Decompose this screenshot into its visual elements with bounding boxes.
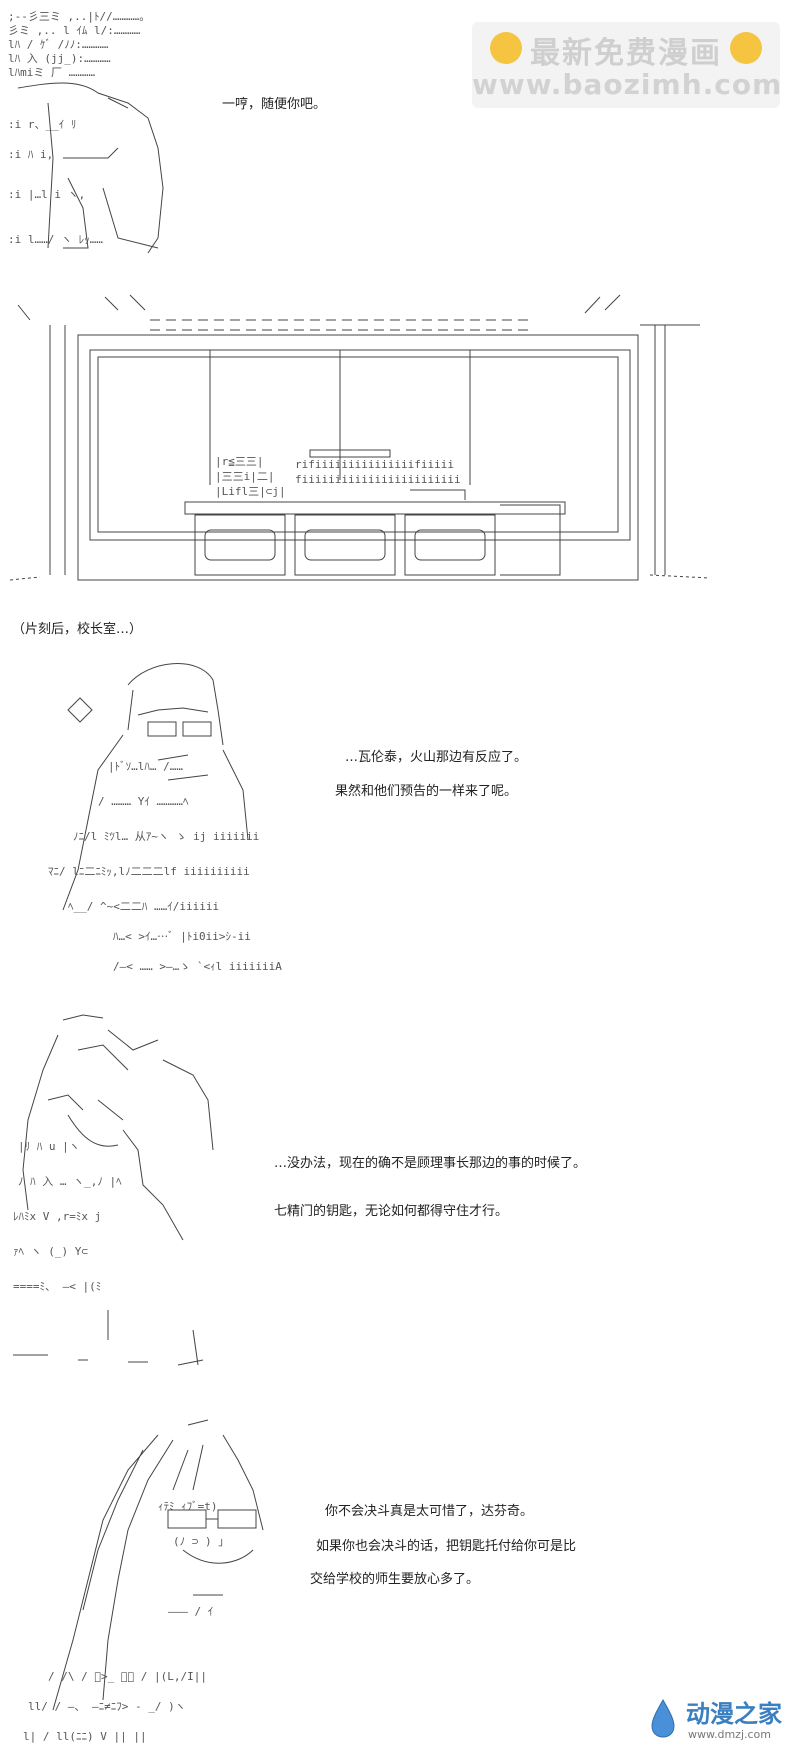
svg-text:====ﾐ、 ―< |(ﾐ: ====ﾐ、 ―< |(ﾐ [13,1280,101,1293]
svg-text:ﾉﾆ/l ﾐﾂl… 从ｱ~ヽ ゝ ij iiiiiii: ﾉﾆ/l ﾐﾂl… 从ｱ~ヽ ゝ ij iiiiiii [73,830,259,843]
svg-text::i ﾊ i,: :i ﾊ i, [8,148,53,161]
svg-text:ﾊ…< >ｲ……ﾞ |ﾄi0ii>ｼ-ii: ﾊ…< >ｲ……ﾞ |ﾄi0ii>ｼ-ii [113,930,251,943]
svg-text:ll/ / ―、 ―ﾆ≠ﾆﾌ> ‐ _/ )ヽ: ll/ / ―、 ―ﾆ≠ﾆﾌ> ‐ _/ )ヽ [28,1700,186,1713]
svg-text::i r、__ｲ ﾘ: :i r、__ｲ ﾘ [8,118,76,131]
watermark-url: www.baozimh.com [472,68,783,101]
svg-text:;--彡三ミ ,..|ﾄ//…………。: ;--彡三ミ ,..|ﾄ//…………。 [8,10,150,23]
panel5-ascii-woman-glasses: ｨﾃﾐ ｨﾌﾞ=t) (ﾉ ⊃ ) ｣ ――― / ｲ / /\ / ﾞ>_ ＿… [23,1419,264,1743]
svg-text:|r≦三三|: |r≦三三| [215,455,264,468]
svg-text:lﾊ 入 (jj_):…………: lﾊ 入 (jj_):………… [8,52,111,65]
svg-text:ﾍ__/ ^~<二二ﾊ ……ｲ/iiiiii: ﾍ__/ ^~<二二ﾊ ……ｲ/iiiiii [68,900,219,913]
panel5-dialogue-2: 如果你也会决斗的话，把钥匙托付给你可是比 [316,1539,577,1554]
svg-text:|Lifl三|⊂j|: |Lifl三|⊂j| [215,485,286,498]
panel1-ascii-figure: ;--彡三ミ ,..|ﾄ//…………。 彡ミ ,.. l ｲﾑ l/:………… … [8,10,164,254]
svg-text:/ ……… Yｲ …………ﾍ: / ……… Yｲ …………ﾍ [98,795,189,808]
panel3-ascii-man-glasses: |ﾄﾞｿ…lﾊ… /…… / ……… Yｲ …………ﾍ ﾉﾆ/l ﾐﾂl… 从ｱ… [48,663,282,973]
watermark-title: 最新免费漫画 [530,36,722,71]
svg-text:rifiiiiiiiiiiiiiiifiiiii: rifiiiiiiiiiiiiiiifiiiii [295,458,454,471]
svg-text:l| / ll(ﾆﾆ) V || ||: l| / ll(ﾆﾆ) V || || [23,1730,147,1743]
panel4-dialogue-1: …没办法，现在的确不是顾理事长那边的事的时候了。 [274,1156,587,1171]
panel3-dialogue-1: …瓦伦泰，火山那边有反应了。 [345,750,528,765]
watermark-bottom-name: 动漫之家 [686,1700,782,1728]
svg-text:(ﾉ ⊃ ) ｣: (ﾉ ⊃ ) ｣ [173,1535,224,1548]
panel4-ascii-woman: |ﾘ ﾊ u |ヽ ﾉ ﾊ 入 … ヽ_,ﾉ |ﾍ ﾚﾊﾐx V ,r=ﾐx j… [13,1014,214,1366]
panel5-dialogue-1: 你不会决斗真是太可惜了，达芬奇。 [325,1504,534,1519]
panel4-dialogue-2: 七精门的钥匙，无论如何都得守住才行。 [274,1204,509,1219]
pointing-hand-icon [730,32,762,64]
watermark-top: 最新免费漫画 www.baozimh.com [472,22,783,108]
svg-text:lﾊmiミ 厂 …………: lﾊmiミ 厂 ………… [8,66,95,79]
svg-text:|ﾘ ﾊ u |ヽ: |ﾘ ﾊ u |ヽ [18,1140,80,1153]
svg-text:ｧﾍ ヽ (_) Y⊂: ｧﾍ ヽ (_) Y⊂ [13,1245,88,1258]
svg-text::i l……/ ヽ ﾚｯ……: :i l……/ ヽ ﾚｯ…… [8,233,103,246]
svg-text:|ﾄﾞｿ…lﾊ… /……: |ﾄﾞｿ…lﾊ… /…… [108,760,183,773]
panel3-dialogue-2: 果然和他们预告的一样来了呢。 [335,784,518,799]
svg-text:ﾉ ﾊ 入 … ヽ_,ﾉ |ﾍ: ﾉ ﾊ 入 … ヽ_,ﾉ |ﾍ [18,1175,122,1188]
svg-text:ﾏﾆ/ lﾆ二ﾆﾐｯ,lﾉ二二二lf iiiiiiiiii: ﾏﾆ/ lﾆ二ﾆﾐｯ,lﾉ二二二lf iiiiiiiiii [48,865,250,878]
svg-text:――― / ｲ: ――― / ｲ [168,1605,213,1618]
svg-text:|三三i|二|: |三三i|二| [215,470,275,483]
pointing-hand-icon [490,32,522,64]
svg-text:/ /\ / ﾞ>_ ＿＿ / |(L,/I||: / /\ / ﾞ>_ ＿＿ / |(L,/I|| [48,1670,207,1683]
svg-text:fiiiiiiiiiiiiiiiiiiiiiiii: fiiiiiiiiiiiiiiiiiiiiiiii [295,473,461,486]
scene-caption: （片刻后，校长室…） [12,622,143,637]
svg-text:ｨﾃﾐ ｨﾌﾞ=t): ｨﾃﾐ ｨﾌﾞ=t) [158,1500,218,1513]
svg-text:/―< …… >―…ゝ `<ｨl iiiiiiiA: /―< …… >―…ゝ `<ｨl iiiiiiiA [113,960,282,973]
panel1-dialogue: 一哼，随便你吧。 [222,97,327,112]
watermark-bottom-url: www.dmzj.com [688,1728,771,1741]
svg-text:lﾊ / ｹﾞ /ﾉﾉ:…………: lﾊ / ｹﾞ /ﾉﾉ:………… [8,38,109,51]
panel5-dialogue-3: 交给学校的师生要放心多了。 [310,1572,480,1587]
panel2-ascii-office: |r≦三三| |三三i|二| |Lifl三|⊂j| rifiiiiiiiiiii… [10,294,710,581]
droplet-logo-icon [651,1699,675,1738]
svg-text::i |…l i ヽ,: :i |…l i ヽ, [8,188,85,201]
svg-text:彡ミ ,.. l ｲﾑ l/:…………: 彡ミ ,.. l ｲﾑ l/:………… [8,24,141,37]
watermark-bottom: 动漫之家 www.dmzj.com [644,1692,794,1750]
svg-text:ﾚﾊﾐx V ,r=ﾐx j: ﾚﾊﾐx V ,r=ﾐx j [13,1210,101,1223]
